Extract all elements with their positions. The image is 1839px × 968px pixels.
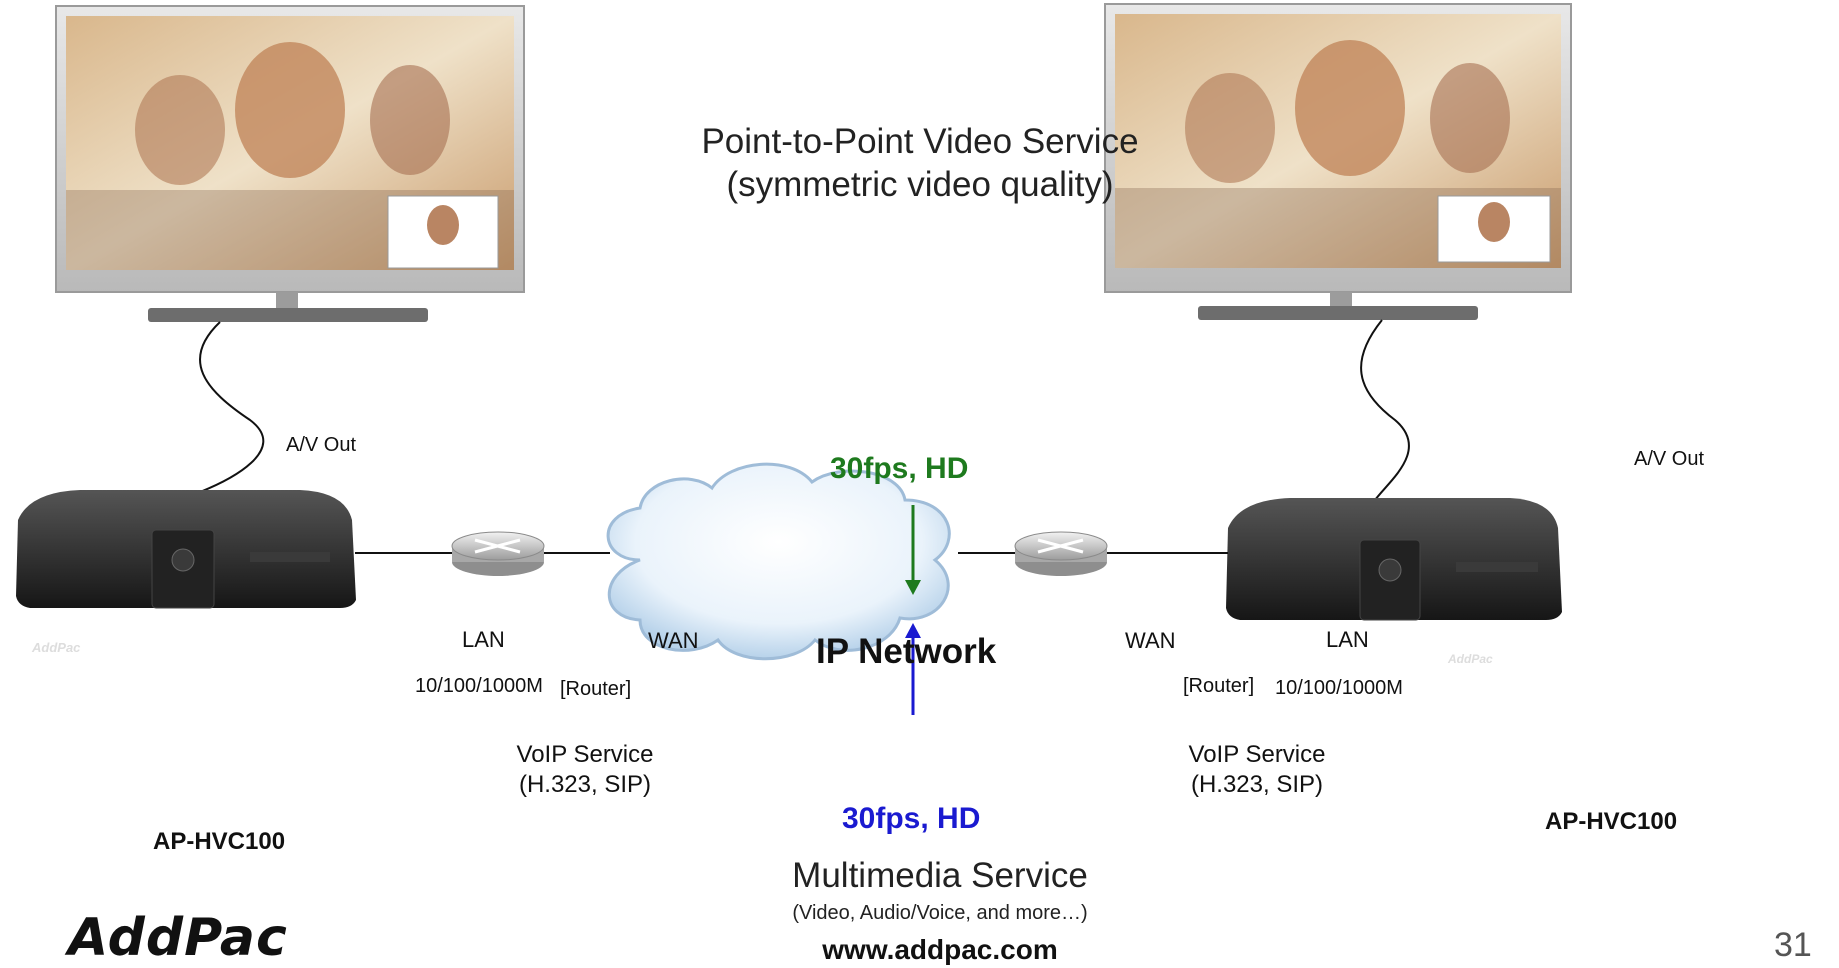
- left-voip-line2: (H.323, SIP): [518, 771, 652, 798]
- fps-top-label: 30fps, HD: [830, 452, 969, 485]
- multimedia-title: Multimedia Service: [792, 856, 1088, 895]
- right-speed-label: 10/100/1000M: [1275, 677, 1403, 699]
- left-device-icon: [16, 490, 356, 609]
- left-device-brand: AddPac: [32, 640, 81, 655]
- diagram-title: Point-to-Point Video Service (symmetric …: [640, 120, 1200, 206]
- left-voip-label: VoIP Service (H.323, SIP): [475, 740, 695, 800]
- left-lan-label: LAN: [462, 627, 505, 652]
- right-av-cable: [1360, 319, 1410, 501]
- left-router-label: [Router]: [560, 678, 632, 700]
- title-line2: (symmetric video quality): [726, 165, 1114, 204]
- right-av-out-label: A/V Out: [1634, 448, 1705, 470]
- left-router-icon: [451, 531, 545, 576]
- left-tv: [55, 5, 525, 322]
- left-voip-line1: VoIP Service: [516, 741, 654, 768]
- multimedia-subtitle: (Video, Audio/Voice, and more…): [792, 902, 1088, 924]
- title-line1: Point-to-Point Video Service: [701, 122, 1139, 161]
- left-av-cable: [199, 321, 265, 493]
- left-av-out-label: A/V Out: [286, 434, 357, 456]
- website-link[interactable]: www.addpac.com: [822, 934, 1058, 965]
- addpac-logo: AddPac: [68, 908, 288, 968]
- left-wan-label: WAN: [648, 628, 699, 653]
- left-device-name: AP-HVC100: [153, 828, 286, 855]
- right-voip-label: VoIP Service (H.323, SIP): [1147, 740, 1367, 800]
- right-device-icon: [1226, 498, 1562, 621]
- right-wan-label: WAN: [1125, 628, 1176, 653]
- right-voip-line1: VoIP Service: [1188, 741, 1326, 768]
- right-tv: [1104, 3, 1572, 320]
- right-router-icon: [1014, 531, 1108, 576]
- left-speed-label: 10/100/1000M: [415, 675, 543, 697]
- right-voip-line2: (H.323, SIP): [1190, 771, 1324, 798]
- page-number: 31: [1774, 926, 1812, 964]
- ip-network-cloud-icon: [606, 462, 951, 661]
- right-device-brand: AddPac: [1448, 652, 1493, 666]
- right-lan-label: LAN: [1326, 627, 1369, 652]
- fps-bottom-label: 30fps, HD: [842, 802, 981, 835]
- multimedia-block: Multimedia Service (Video, Audio/Voice, …: [700, 856, 1180, 925]
- ip-network-label: IP Network: [816, 632, 997, 671]
- right-router-label: [Router]: [1183, 675, 1255, 697]
- right-device-name: AP-HVC100: [1545, 808, 1678, 835]
